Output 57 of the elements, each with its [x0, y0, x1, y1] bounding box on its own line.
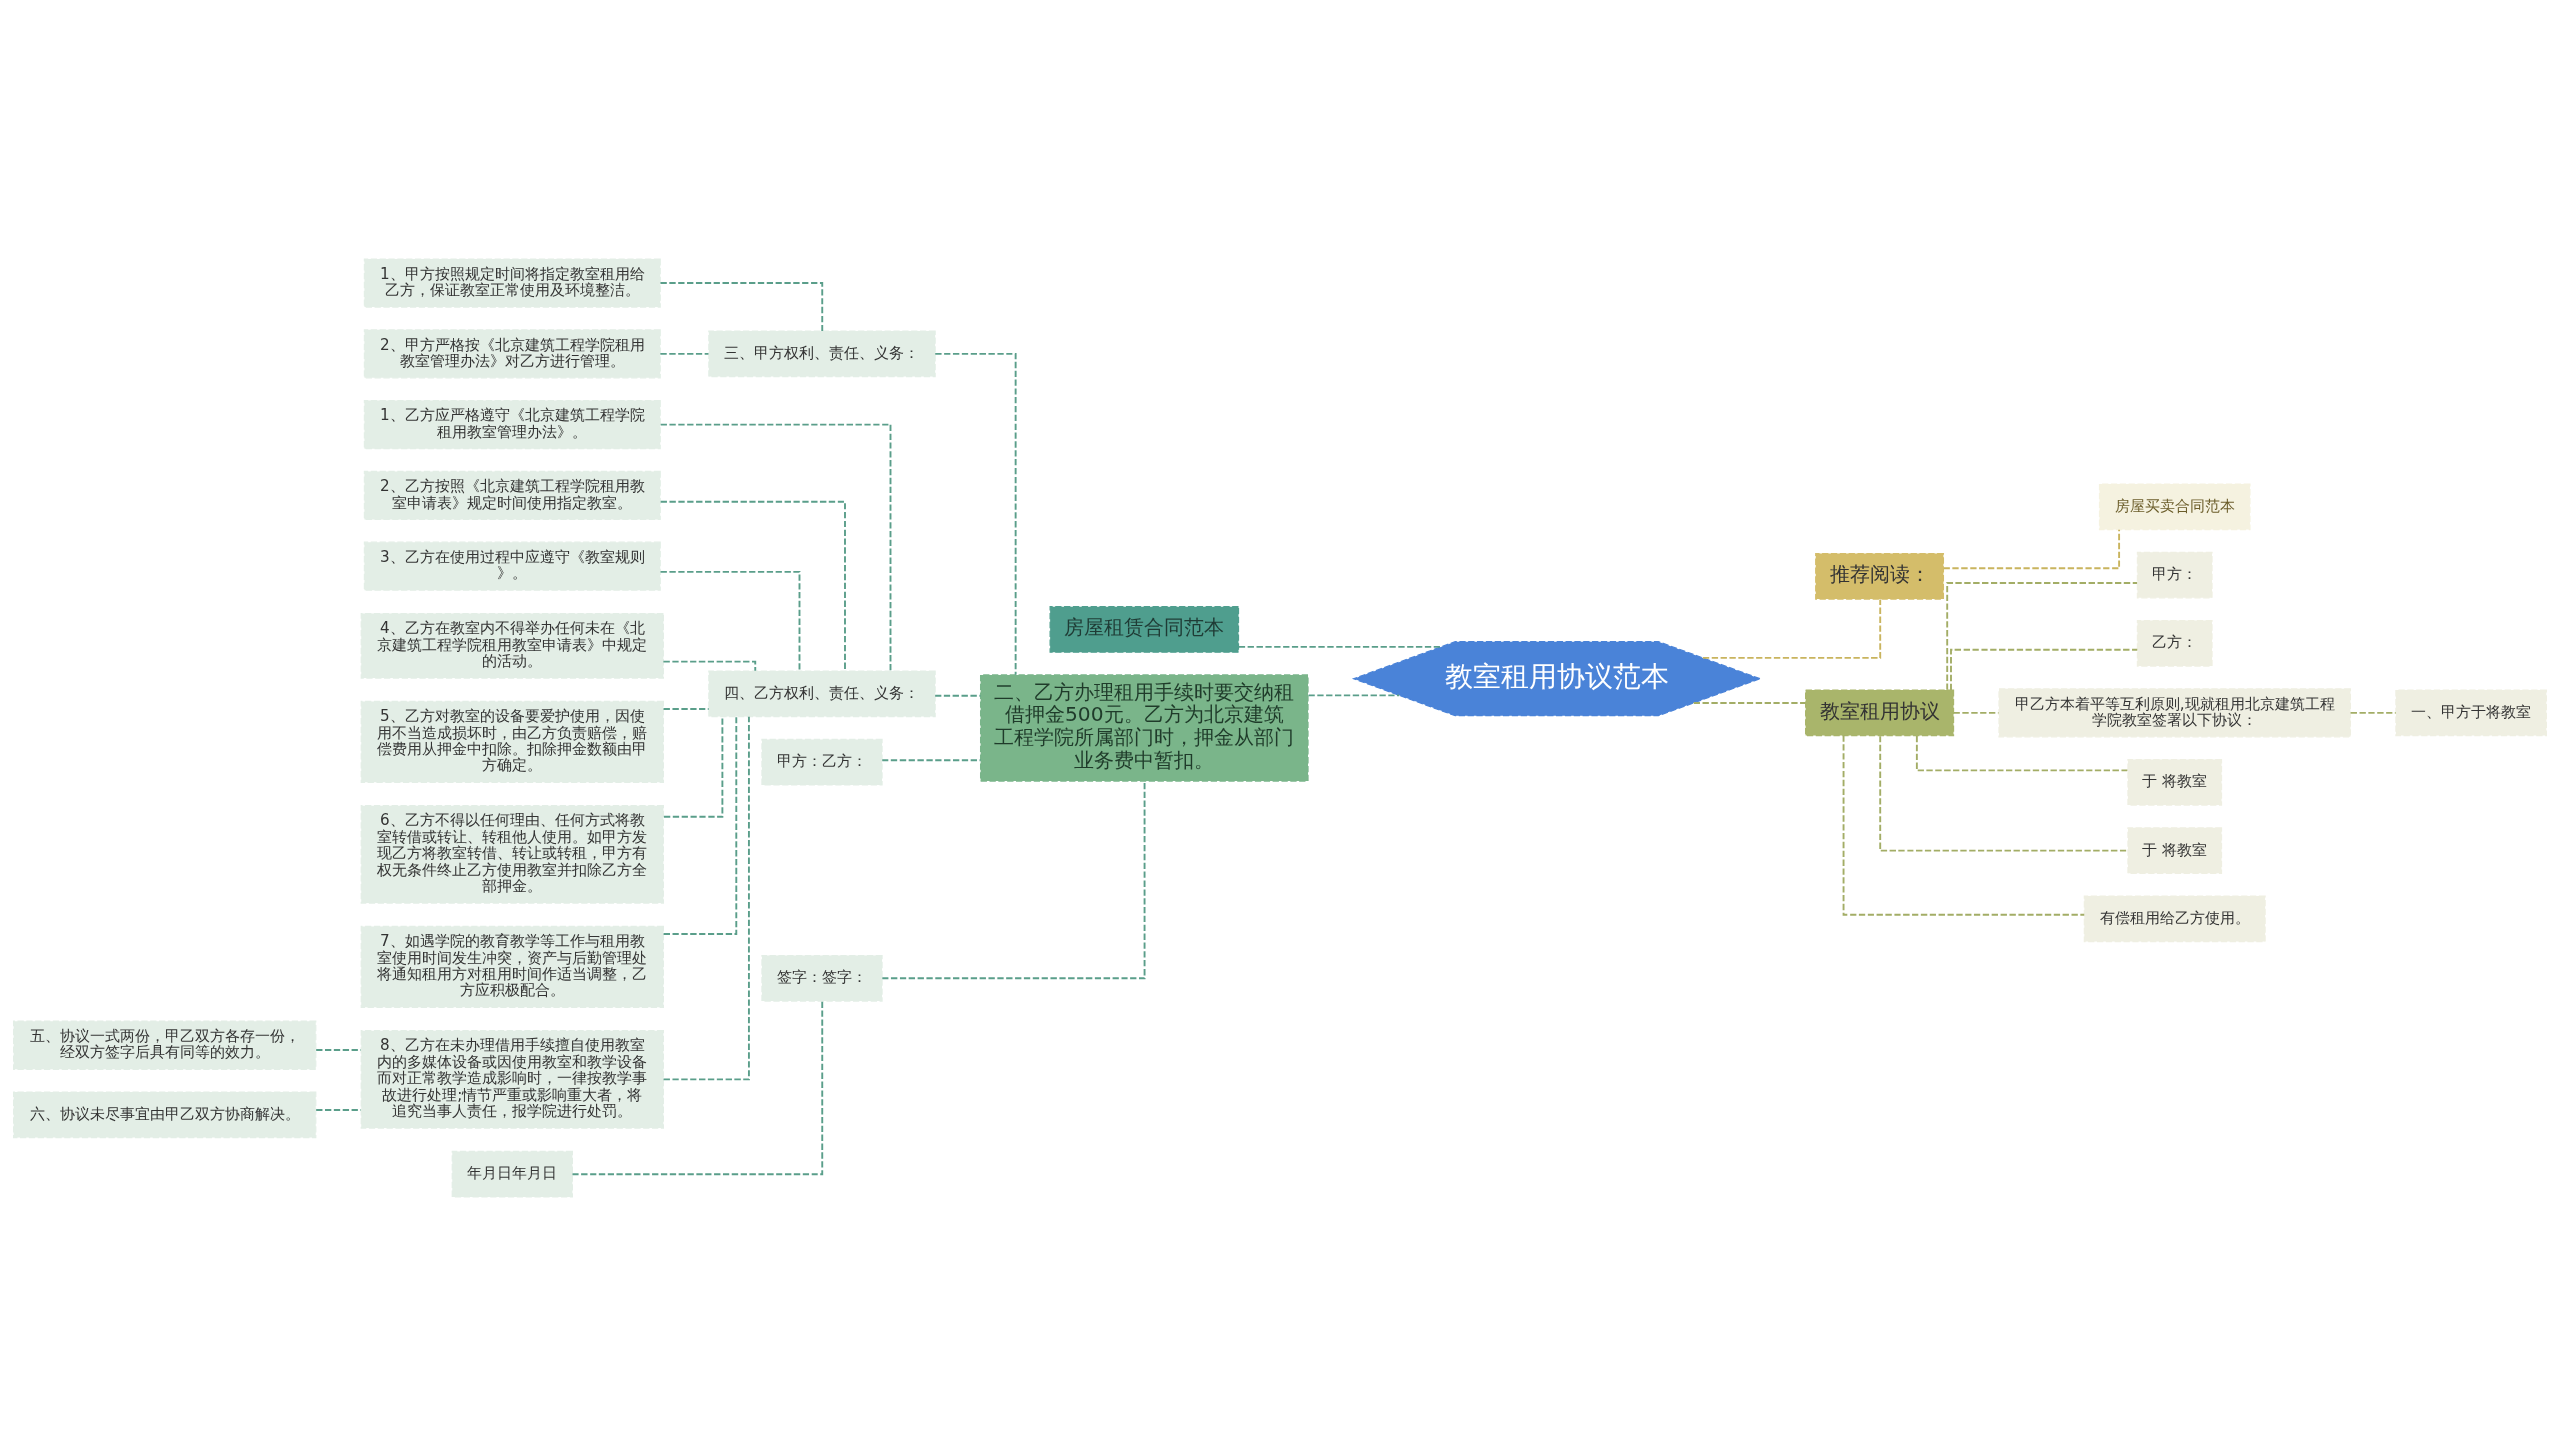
- node-box: 6、乙方不得以任何理由、任何方式将教室转借或转让、转租他人使用。如甲方发现乙方将教室转借、转让或转租，甲方有权无条件终止乙方使用教室并扣除乙方全部押金。: [360, 805, 664, 904]
- node-box: 甲方：: [2136, 551, 2213, 599]
- connector: [1238, 645, 1442, 648]
- node-box: 于 将教室: [2127, 758, 2223, 806]
- connector: [662, 708, 710, 710]
- node-box: 2、甲方严格按《北京建筑工程学院租用教室管理办法》对乙方进行管理。: [363, 329, 661, 379]
- node-box: 一、甲方于将教室: [2395, 689, 2547, 737]
- connector: [1307, 694, 1401, 697]
- connector: [2349, 711, 2397, 714]
- node-box: 2、乙方按照《北京建筑工程学院租用教室申请表》规定时间使用指定教室。: [363, 470, 661, 521]
- connector: [1915, 734, 2129, 772]
- node-box: 4、乙方在教室内不得举办任何未在《北京建筑工程学院租用教室申请表》中规定的活动。: [360, 613, 664, 679]
- connector: [662, 716, 724, 818]
- connector: [1942, 528, 2121, 570]
- node-box: 1、乙方应严格遵守《北京建筑工程学院租用教室管理办法》。: [363, 400, 661, 450]
- node-box: 房屋租赁合同范本: [1049, 606, 1240, 653]
- node-box: 7、如遇学院的教育教学等工作与租用教室使用时间发生冲突，资产与后勤管理处将通知租用方对租用时间作适当调整，乙方应积极配合。: [360, 925, 664, 1008]
- node-box: 三、甲方权利、责任、义务：: [708, 330, 936, 378]
- connector: [1946, 582, 2139, 691]
- connector: [662, 660, 757, 672]
- connector: [934, 694, 982, 697]
- node-box: 5、乙方对教室的设备要爱护使用，因使用不当造成损坏时，由乙方负责赔偿，赔偿费用从押金中扣除。扣除押金数额由甲方确定。: [360, 700, 664, 783]
- connector: [315, 1049, 362, 1051]
- connector: [659, 352, 710, 355]
- node-box: 四、乙方权利、责任、义务：: [708, 670, 936, 718]
- connector: [1950, 648, 2139, 691]
- node-box: 乙方：: [2136, 619, 2213, 667]
- node-box: 教室租用协议: [1805, 689, 1955, 737]
- connector: [662, 715, 738, 935]
- connector: [315, 1109, 362, 1111]
- node-box: 1、甲方按照规定时间将指定教室租用给乙方，保证教室正常使用及环境整洁。: [363, 258, 661, 308]
- node-box: 于 将教室: [2127, 827, 2223, 874]
- node-box: 五、协议一式两份，甲乙双方各存一份，经双方签字后具有同等的效力。: [13, 1020, 317, 1070]
- connector: [662, 715, 750, 1081]
- connector: [934, 352, 1017, 676]
- connector: [659, 282, 824, 332]
- connector: [659, 570, 801, 672]
- node-box: 年月日年月日: [451, 1150, 573, 1198]
- node-box: 甲乙方本着平等互利原则,现就租用北京建筑工程学院教室签署以下协议：: [1998, 688, 2352, 738]
- node-box: 8、乙方在未办理借用手续擅自使用教室内的多媒体设备或因使用教室和教学设备而对正常教学造成影响时，一律按教学事故进行处理;情节严重或影响重大者，将追究当事人责任，报学院进行处罚。: [360, 1030, 664, 1129]
- connector: [881, 759, 982, 762]
- connector: [881, 780, 1146, 980]
- connector: [1879, 735, 2129, 852]
- node-box: 有偿租用给乙方使用。: [2083, 895, 2266, 943]
- node-box: 甲方：乙方：: [761, 738, 883, 786]
- connector: [659, 423, 892, 672]
- node-box: 房屋买卖合同范本: [2098, 483, 2251, 531]
- connector: [1692, 702, 1807, 704]
- node-box: 推荐阅读：: [1815, 552, 1945, 600]
- connector: [1842, 734, 2086, 916]
- connector: [571, 1000, 824, 1176]
- node-box: 3、乙方在使用过程中应遵守《教室规则》。: [363, 541, 661, 591]
- connector: [659, 500, 846, 673]
- connector: [1701, 598, 1882, 659]
- node-box: 二、乙方办理租用手续时要交纳租借押金500元。乙方为北京建筑工程学院所属部门时，押金从部门业务费中暂扣。: [980, 674, 1309, 782]
- node-box: 签字：签字：: [761, 954, 883, 1002]
- node-box: 六、协议未尽事宜由甲乙双方协商解决。: [13, 1091, 317, 1139]
